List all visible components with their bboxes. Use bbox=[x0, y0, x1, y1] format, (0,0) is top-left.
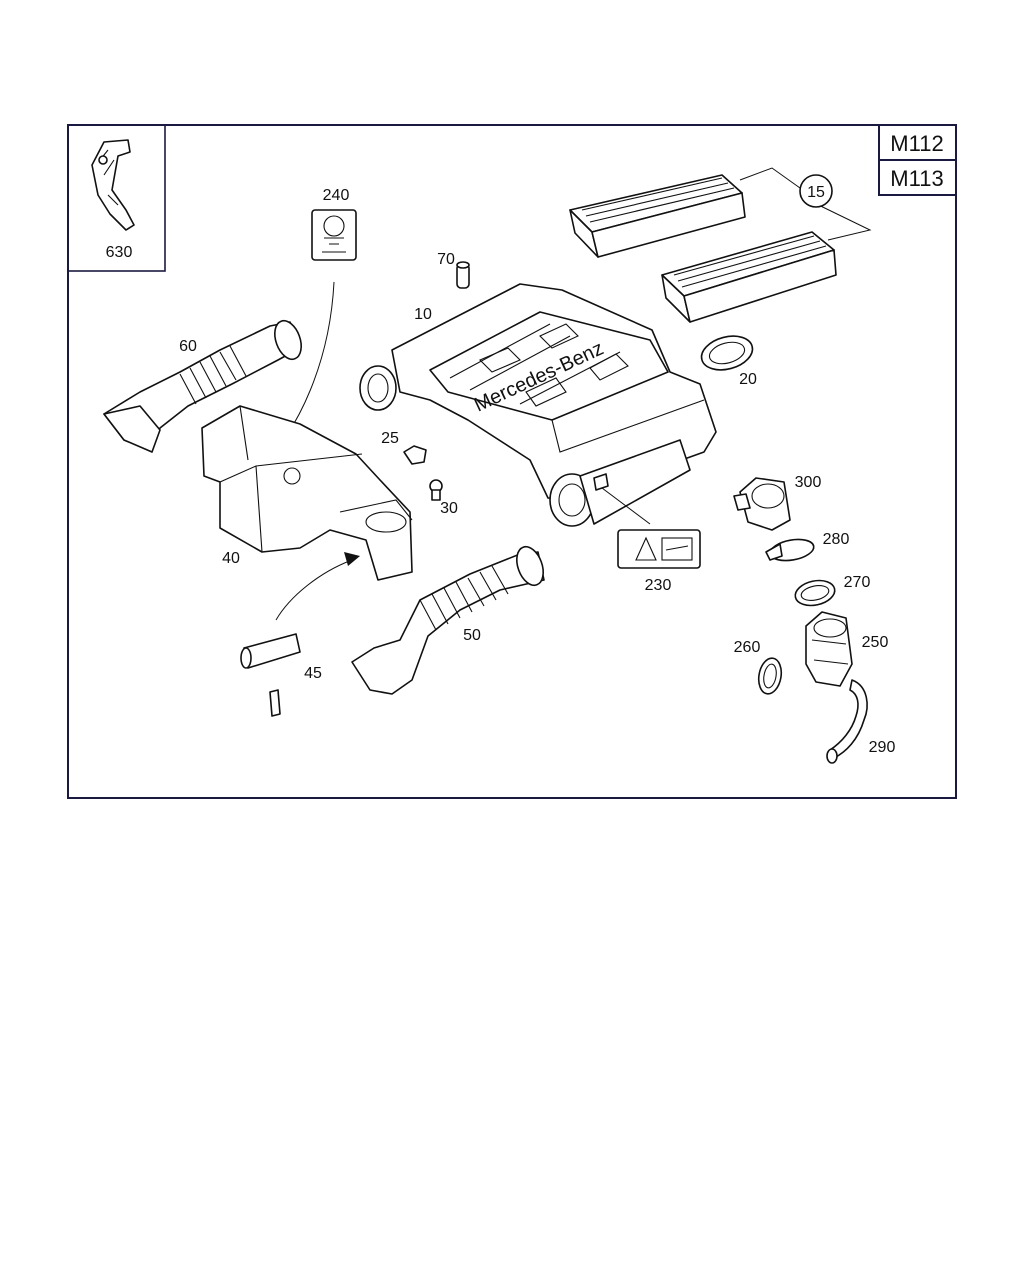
label-300: 300 bbox=[795, 474, 822, 491]
sealing-ring-20-part bbox=[700, 335, 754, 371]
label-45: 45 bbox=[304, 665, 322, 682]
hose-45-part bbox=[240, 633, 301, 717]
label-230: 230 bbox=[645, 577, 672, 594]
warning-sticker-230-part bbox=[617, 529, 701, 569]
hose-290-part bbox=[826, 679, 868, 764]
label-25: 25 bbox=[381, 430, 399, 447]
label-70: 70 bbox=[437, 251, 455, 268]
screw-30-part bbox=[429, 479, 443, 501]
label-260: 260 bbox=[734, 639, 761, 656]
air-filter-housing-10-part bbox=[359, 283, 717, 527]
label-10: 10 bbox=[414, 306, 432, 323]
air-guide-40-part bbox=[201, 405, 413, 581]
clip-25-part bbox=[403, 445, 427, 465]
bracket-630-part bbox=[91, 139, 135, 231]
engine-code-table: M112 M113 bbox=[878, 124, 957, 196]
engine-code-m112: M112 bbox=[890, 131, 943, 156]
label-240: 240 bbox=[323, 187, 350, 204]
air-filter-15-upper bbox=[569, 174, 746, 258]
label-15: 15 bbox=[807, 184, 825, 201]
clamp-280-part bbox=[765, 538, 815, 562]
diagram-frame bbox=[67, 124, 957, 799]
label-30: 30 bbox=[440, 500, 458, 517]
label-270: 270 bbox=[844, 574, 871, 591]
air-mass-sensor-300-part bbox=[733, 477, 791, 531]
label-50: 50 bbox=[463, 627, 481, 644]
ring-270-part bbox=[794, 579, 836, 607]
label-250: 250 bbox=[862, 634, 889, 651]
label-40: 40 bbox=[222, 550, 240, 567]
housing-250-part bbox=[805, 611, 853, 687]
intake-duct-60-part bbox=[103, 319, 302, 453]
label-20: 20 bbox=[739, 371, 757, 388]
sticker-240-part bbox=[311, 209, 357, 261]
callout-circle-15 bbox=[799, 174, 833, 208]
label-630: 630 bbox=[106, 244, 133, 261]
pin-70-part bbox=[456, 261, 470, 289]
label-60: 60 bbox=[179, 338, 197, 355]
ring-260-part bbox=[757, 657, 783, 695]
air-filter-15-lower bbox=[661, 231, 837, 323]
inset-box-630 bbox=[67, 124, 166, 272]
intake-duct-50-part bbox=[351, 545, 545, 695]
label-280: 280 bbox=[823, 531, 850, 548]
label-290: 290 bbox=[869, 739, 896, 756]
engine-code-m113: M113 bbox=[890, 166, 943, 191]
